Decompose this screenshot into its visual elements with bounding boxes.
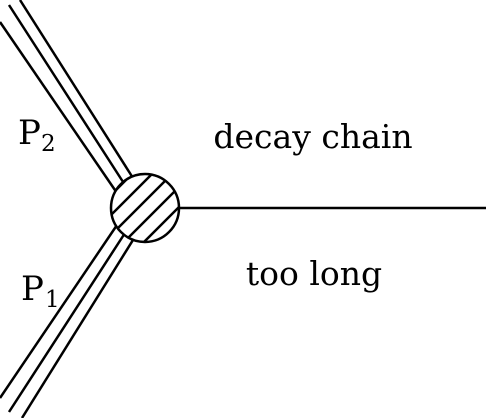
- blob-outline: [109, 172, 181, 244]
- p1-strand-1: [0, 224, 119, 399]
- p1-strand-2: [7, 232, 127, 413]
- interaction-blob: [109, 172, 181, 244]
- p2-strand-3: [18, 0, 135, 179]
- blob-hatching: [111, 174, 179, 242]
- label-p1: P 1: [21, 269, 60, 313]
- caption-top: decay chain: [213, 117, 412, 156]
- caption-bottom: too long: [246, 254, 382, 293]
- p1-strand-3: [20, 239, 135, 418]
- p2-strand-2: [7, 4, 127, 186]
- label-p2: P 2: [18, 113, 56, 157]
- incoming-line-p1: [0, 224, 135, 418]
- p2-strand-1: [0, 21, 119, 194]
- incoming-line-p2: [0, 0, 135, 194]
